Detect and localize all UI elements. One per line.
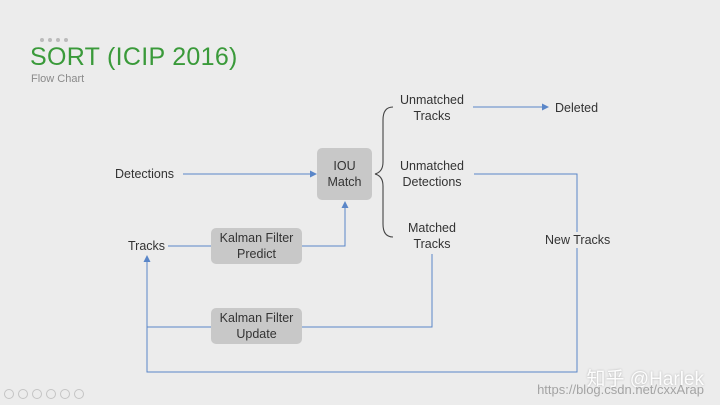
prev-icon[interactable] bbox=[4, 389, 14, 399]
unmatched-detections-label-2: Detections bbox=[402, 175, 462, 189]
iou-match-label-2: Match bbox=[327, 175, 362, 189]
iou-match-label-1: IOU bbox=[333, 159, 356, 173]
watermark-text: 知乎 @Harlek bbox=[586, 369, 704, 390]
unmatched-detections-node: Unmatched Detections bbox=[393, 158, 471, 190]
matched-tracks-label-2: Tracks bbox=[413, 237, 451, 251]
matched-tracks-node: Matched Tracks bbox=[397, 220, 467, 252]
tracks-node: Tracks bbox=[128, 239, 166, 253]
detections-node: Detections bbox=[115, 167, 175, 181]
more-icon[interactable] bbox=[74, 389, 84, 399]
kalman-predict-label-2: Predict bbox=[237, 247, 276, 261]
kalman-update-label-2: Update bbox=[236, 327, 277, 341]
kalman-predict-label-1: Kalman Filter bbox=[219, 231, 294, 245]
slide-toolbar-icons bbox=[4, 389, 84, 399]
kalman-update-box: Kalman Filter Update bbox=[211, 308, 302, 344]
kalman-update-label-1: Kalman Filter bbox=[219, 311, 294, 325]
output-brace bbox=[374, 106, 394, 238]
slide-subtitle: Flow Chart bbox=[31, 73, 85, 85]
pen-icon[interactable] bbox=[32, 389, 42, 399]
deleted-node: Deleted bbox=[555, 101, 599, 115]
slide-dots-decoration bbox=[40, 38, 68, 42]
arrow-newtracks-to-tracks bbox=[143, 173, 578, 373]
menu-icon[interactable] bbox=[60, 389, 70, 399]
watermark-url: https://blog.csdn.net/cxxArap bbox=[537, 382, 704, 397]
iou-match-box: IOU Match bbox=[317, 148, 372, 200]
zoom-icon[interactable] bbox=[46, 389, 56, 399]
unmatched-tracks-label-1: Unmatched bbox=[400, 93, 464, 107]
next-icon[interactable] bbox=[18, 389, 28, 399]
unmatched-detections-label-1: Unmatched bbox=[400, 159, 464, 173]
kalman-predict-box: Kalman Filter Predict bbox=[211, 228, 302, 264]
unmatched-tracks-node: Unmatched Tracks bbox=[395, 92, 469, 124]
matched-tracks-label-1: Matched bbox=[408, 221, 456, 235]
unmatched-tracks-label-2: Tracks bbox=[413, 109, 451, 123]
slide-title: SORT (ICIP 2016) bbox=[30, 43, 238, 71]
new-tracks-node: New Tracks bbox=[543, 232, 613, 248]
